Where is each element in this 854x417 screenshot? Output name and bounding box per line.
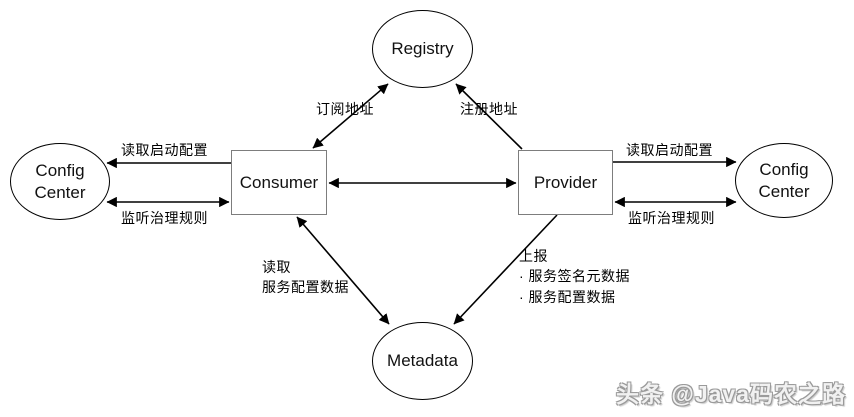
edge-label-left-read-startup-config: 读取启动配置: [121, 142, 208, 158]
edge-provider-registry: [455, 83, 523, 150]
edge-label-subscribe-address: 订阅地址: [316, 101, 374, 117]
edge-label-read-service-config-data: 读取 服务配置数据: [262, 259, 349, 296]
node-config-center-right-label: Config Center: [758, 160, 810, 201]
node-consumer-label: Consumer: [239, 172, 319, 192]
edge-label-report-metadata: 上报 · 服务签名元数据 · 服务配置数据: [519, 248, 631, 305]
node-config-center-left-label: Config Center: [34, 161, 86, 202]
node-config-center-left: Config Center: [10, 143, 110, 220]
edge-consumer-metadata: [296, 216, 390, 325]
edge-label-right-listen-governance-rules: 监听治理规则: [628, 210, 715, 226]
node-provider: Provider: [518, 150, 613, 215]
node-config-center-right: Config Center: [735, 143, 833, 218]
edge-label-register-address: 注册地址: [460, 101, 518, 117]
edge-label-left-listen-governance-rules: 监听治理规则: [121, 210, 208, 226]
node-consumer: Consumer: [231, 150, 327, 215]
edge-consumer-registry: [312, 83, 389, 149]
node-metadata-label: Metadata: [387, 351, 458, 371]
node-registry: Registry: [372, 10, 473, 88]
node-metadata: Metadata: [372, 322, 473, 400]
node-provider-label: Provider: [533, 172, 598, 192]
watermark-text: 头条 @Java码农之路: [616, 381, 846, 407]
edge-provider-metadata: [453, 214, 558, 325]
edge-label-right-read-startup-config: 读取启动配置: [626, 142, 713, 158]
node-registry-label: Registry: [391, 39, 454, 59]
